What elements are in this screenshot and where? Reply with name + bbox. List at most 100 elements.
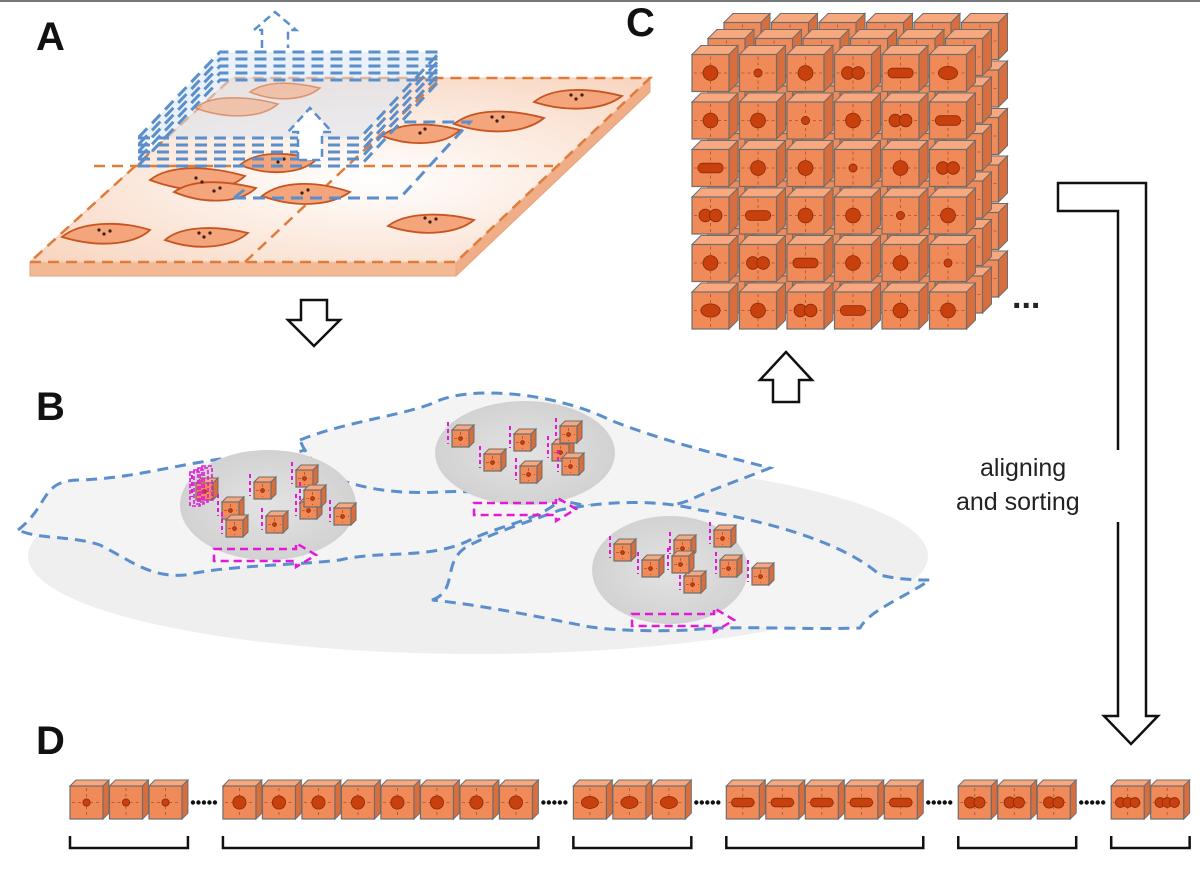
sorted-cube-4-3 (804, 778, 846, 821)
arrow-b-to-c (757, 350, 815, 404)
grid-cube-0-4-2 (785, 234, 835, 283)
dots-separator (926, 800, 931, 805)
arrow-a-to-b (284, 298, 344, 348)
grid-cube-0-0-5 (928, 44, 977, 93)
grid-cube-0-0-1 (738, 44, 787, 93)
up-arrow-top (250, 10, 300, 48)
nucleus-cube-22 (718, 553, 744, 579)
grid-cube-0-2-2 (785, 139, 835, 188)
sorted-cube-2-2 (261, 778, 303, 821)
grid-cube-0-5-3 (833, 281, 882, 331)
dots-separator (212, 800, 218, 805)
dots-separator (710, 800, 716, 805)
dots-separator (1084, 800, 1089, 805)
grid-cube-0-2-4 (880, 139, 930, 188)
dots-separator (948, 800, 953, 805)
grid-cube-0-4-4 (880, 234, 930, 283)
grid-cube-0-1-5 (928, 91, 977, 141)
cube-grid (690, 12, 1009, 331)
nucleus-cubes (189, 418, 776, 595)
dots-separator (196, 800, 201, 805)
up-arrow-stack (285, 106, 335, 162)
panel-a: A (26, 10, 654, 278)
grid-cube-0-1-2 (785, 91, 835, 141)
nucleus-cube-4 (224, 513, 250, 539)
grid-cube-0-1-1 (738, 91, 787, 141)
grid-cube-0-4-5 (928, 234, 977, 283)
grid-cube-0-3-3 (833, 186, 882, 236)
nucleus-cube-18 (640, 553, 666, 579)
scan-arrow-1 (212, 540, 319, 570)
group-bracket-3 (572, 836, 693, 850)
dots-separator (694, 800, 699, 805)
dots-separator (541, 800, 546, 805)
grid-ellipsis: ... (1012, 278, 1040, 316)
nucleus-cube-17 (612, 537, 638, 563)
grid-cube-0-5-4 (880, 281, 930, 331)
nucleus-cube-8 (332, 501, 358, 527)
nucleus-cube-12 (512, 427, 538, 453)
nucleus-cube-23 (750, 561, 776, 587)
dots-separator (190, 800, 196, 805)
sorted-cube-5-2 (996, 778, 1038, 821)
grid-cube-0-1-0 (690, 91, 740, 141)
sorted-cube-5-3 (1036, 778, 1078, 821)
scan-arrows (212, 494, 737, 635)
nucleus-cube-6 (264, 509, 290, 535)
dots-separator (931, 800, 936, 805)
dots-separator (1095, 800, 1100, 805)
sorted-cube-4-2 (764, 778, 806, 821)
nucleus-cube-24 (670, 549, 696, 575)
dots-separator (1101, 800, 1106, 805)
panel-label-a: A (36, 15, 65, 59)
sorted-cube-2-7 (458, 778, 501, 821)
dots-separator (699, 800, 705, 805)
grid-cube-0-5-5 (928, 281, 977, 331)
aligning-label-line1: aligning (980, 454, 1066, 482)
grid-cube-0-2-3 (833, 139, 882, 188)
nucleus-cube-13 (518, 459, 544, 485)
aligning-label-line2: and sorting (956, 488, 1080, 516)
group-bracket-5 (957, 836, 1078, 850)
dots-separator (937, 800, 942, 805)
sorted-cube-1-1 (68, 778, 111, 821)
grid-cube-0-5-1 (738, 281, 787, 331)
grid-cube-0-5-0 (690, 281, 740, 331)
dots-separator (546, 800, 552, 805)
nucleus-cube-3 (252, 475, 278, 501)
panel-b: B (15, 385, 935, 654)
grid-cube-0-2-5 (928, 139, 977, 188)
grid-cube-0-0-0 (690, 44, 740, 93)
sorted-cube-2-5 (379, 778, 422, 821)
nucleus-cube-11 (482, 447, 508, 473)
nucleus-cube-10 (450, 423, 476, 449)
scan-arrow-3 (630, 605, 737, 635)
arrow-c-to-d (1056, 181, 1161, 746)
sorted-cube-5-1 (957, 778, 999, 821)
grid-cube-0-0-3 (833, 44, 882, 93)
grid-cube-0-3-0 (690, 186, 740, 236)
group-bracket-2 (221, 836, 540, 850)
grid-cube-0-4-3 (833, 234, 882, 283)
grid-cube-0-4-0 (690, 234, 740, 283)
panel-label-c: C (626, 1, 655, 45)
group-bracket-1 (68, 836, 190, 850)
sorted-cube-4-4 (843, 778, 885, 821)
grid-cube-0-2-0 (690, 139, 740, 188)
panel-c: C ... (626, 1, 1040, 331)
sorted-cube-3-3 (651, 778, 693, 821)
dots-separator (716, 800, 721, 805)
sorted-cube-6-2 (1149, 778, 1191, 821)
cell-granules (97, 93, 584, 239)
grid-cube-0-3-2 (785, 186, 835, 236)
group-bracket-4 (725, 836, 925, 850)
sorted-cube-2-1 (221, 778, 264, 821)
grid-cube-0-0-4 (880, 44, 930, 93)
sorted-cube-2-8 (498, 778, 540, 821)
nucleus-cube-21 (712, 523, 738, 549)
panel-label-d: D (36, 719, 65, 763)
grid-cube-0-2-1 (738, 139, 787, 188)
sorted-cube-2-4 (340, 778, 382, 821)
nucleus-cube-16 (560, 451, 586, 477)
